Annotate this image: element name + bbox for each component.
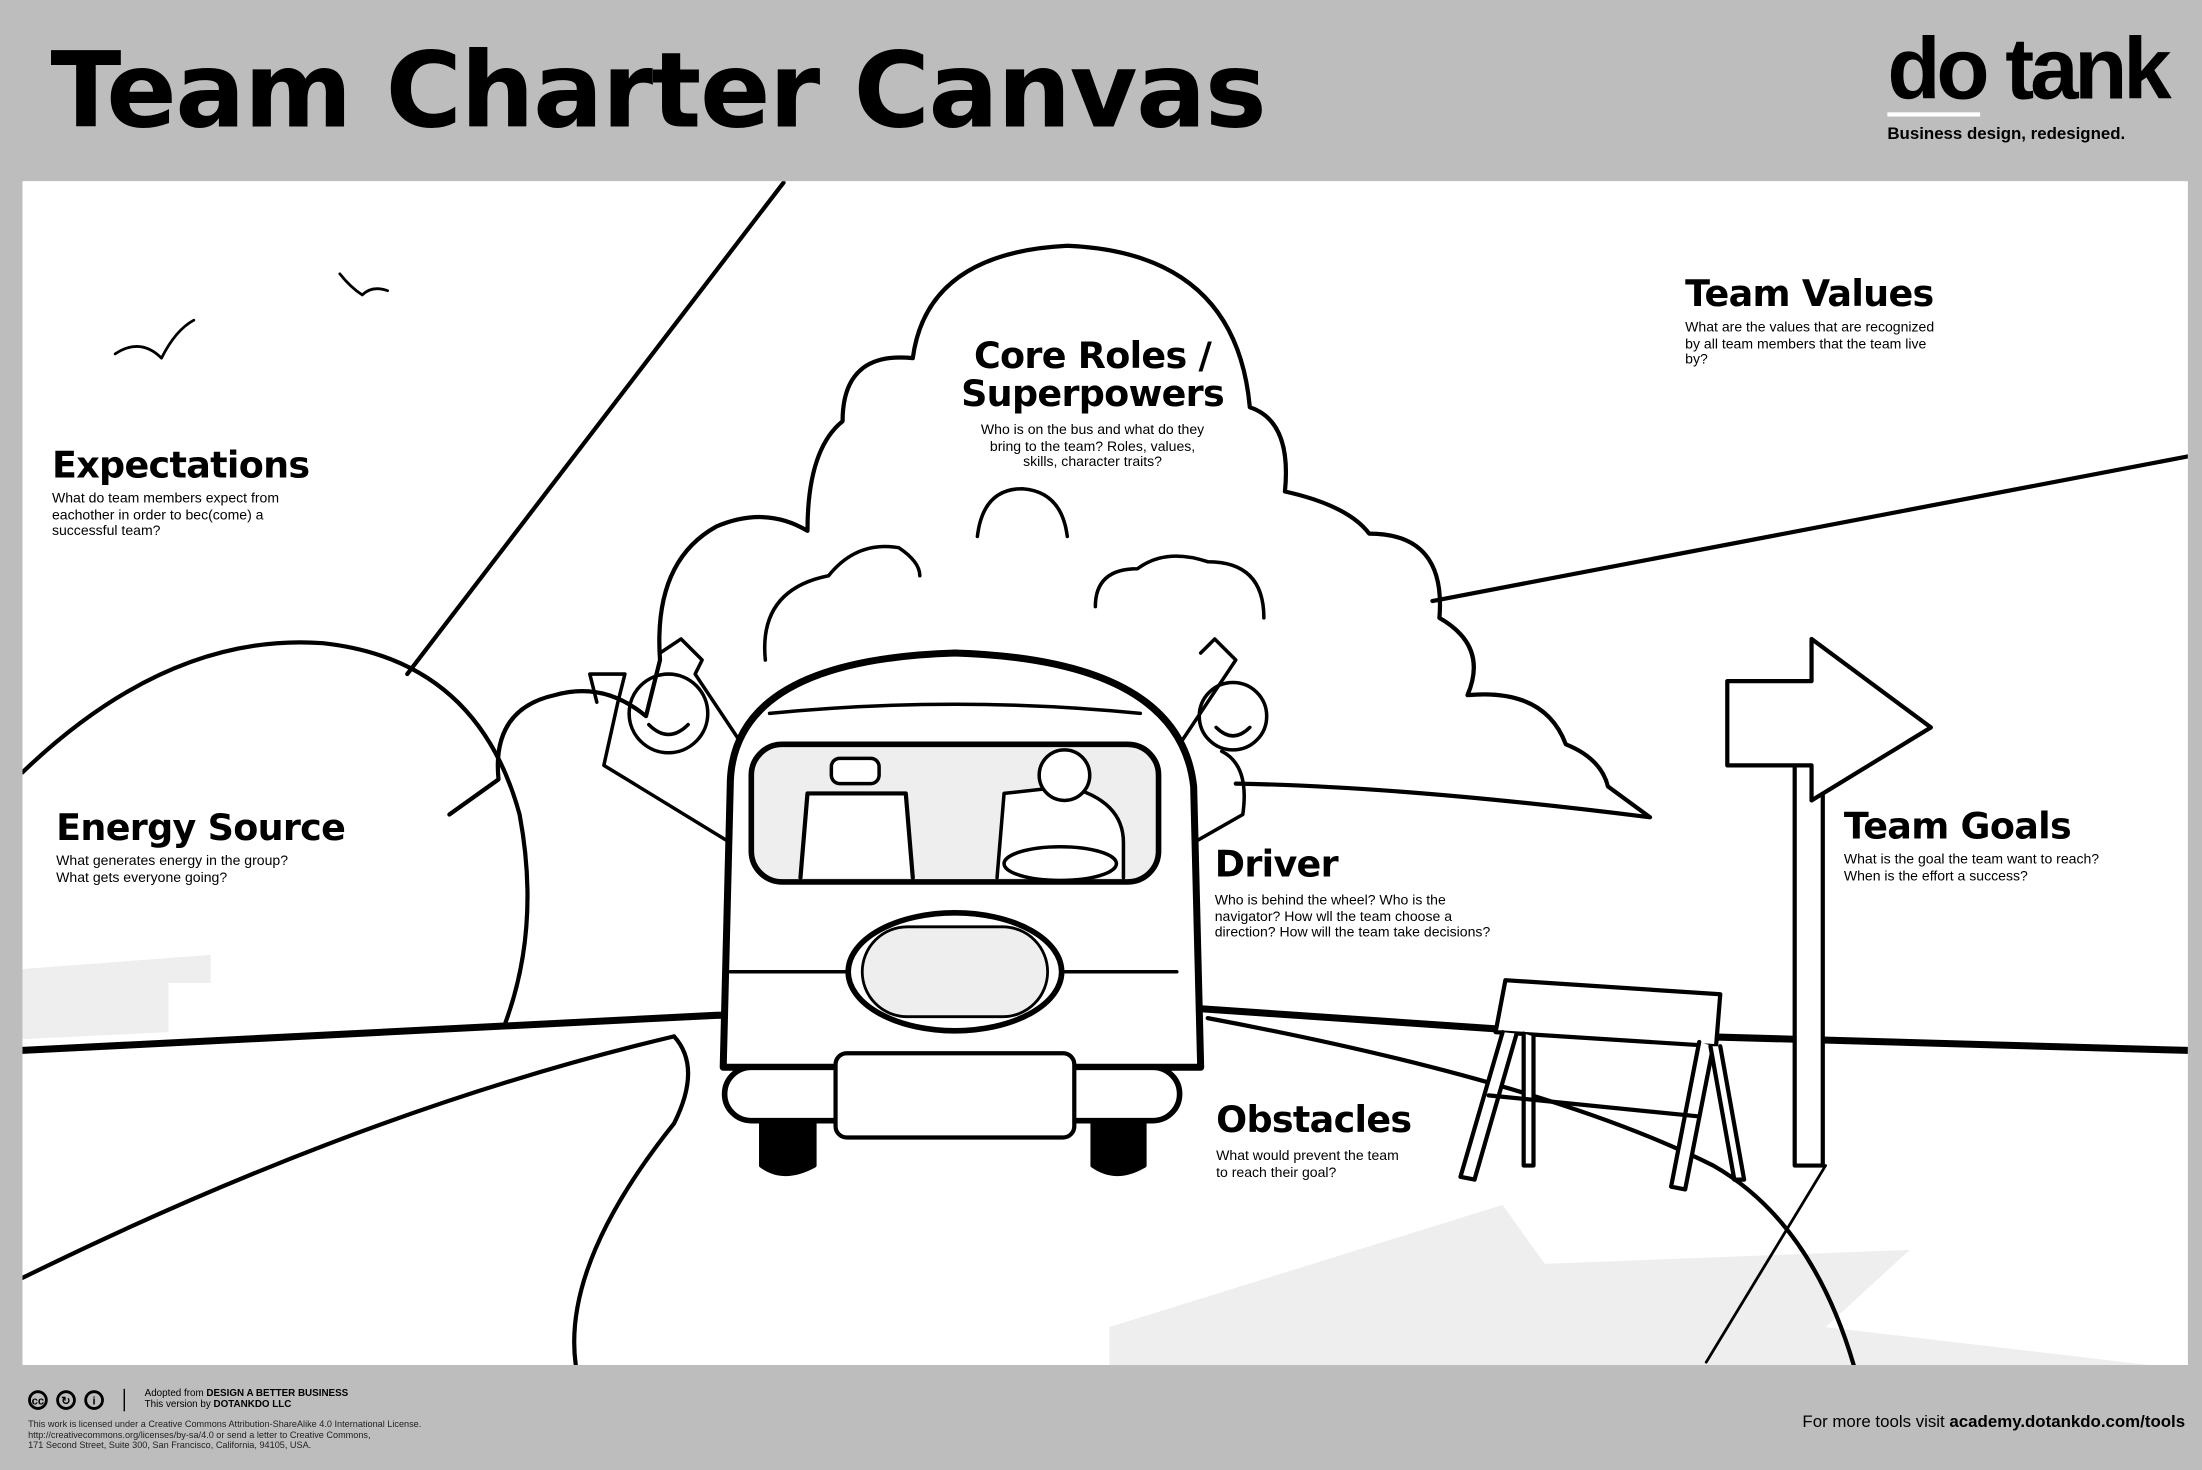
background-shapes <box>22 954 2149 1365</box>
cc-icon: cc <box>28 1390 48 1410</box>
values-desc: What are the values that are recognized … <box>1685 320 1935 368</box>
road-edge <box>572 1034 691 1365</box>
bird-icon <box>113 318 196 360</box>
hill <box>22 640 530 1025</box>
ray-line <box>1430 454 2188 604</box>
cloud <box>447 243 1653 820</box>
charter-canvas: Expectations What do team members expect… <box>22 181 2188 1365</box>
attribution-icon: i <box>84 1390 104 1410</box>
road-edge <box>1205 1016 1856 1365</box>
section-energy-source[interactable]: Energy Source What generates energy in t… <box>56 807 346 886</box>
expectations-title: Expectations <box>51 445 310 488</box>
barricade <box>1458 978 1747 1192</box>
section-obstacles[interactable]: Obstacles What would prevent the team to… <box>1216 1099 1412 1181</box>
driver-title: Driver <box>1214 843 1339 887</box>
more-tools-link[interactable]: academy.dotankdo.com/tools <box>1949 1411 2186 1431</box>
obstacles-title: Obstacles <box>1216 1099 1412 1142</box>
passengers <box>588 637 1269 845</box>
license-footer: cc ↻ i Adopted from DESIGN A BETTER BUSI… <box>28 1388 422 1451</box>
more-tools-prefix: For more tools visit <box>1802 1411 1950 1431</box>
bird-icon <box>338 272 389 297</box>
adopted-source: DESIGN A BETTER BUSINESS <box>206 1388 349 1399</box>
expectations-desc: What do team members expect from eachoth… <box>51 491 280 540</box>
logo-wordmark: do tank <box>1887 21 2171 118</box>
section-expectations[interactable]: Expectations What do team members expect… <box>51 445 310 540</box>
roles-title-2: Superpowers <box>961 373 1225 416</box>
version-owner: DOTANKDO LLC <box>213 1400 292 1410</box>
license-address: 171 Second Street, Suite 300, San Franci… <box>28 1440 312 1451</box>
more-tools: For more tools visit academy.dotankdo.co… <box>1802 1411 2185 1431</box>
energy-desc: What generates energy in the group? What… <box>56 853 289 886</box>
section-team-values[interactable]: Team Values What are the values that are… <box>1685 273 1952 369</box>
section-team-goals[interactable]: Team Goals What is the goal the team wan… <box>1843 806 2104 885</box>
page-title: Team Charter Canvas <box>50 30 1267 152</box>
logo-underline <box>1887 112 1981 117</box>
road-edge <box>22 1034 677 1281</box>
license-url[interactable]: http://creativecommons.org/licenses/by-s… <box>28 1430 371 1441</box>
adopted-prefix: Adopted from <box>144 1388 207 1399</box>
license-line: This work is licensed under a Creative C… <box>28 1419 422 1430</box>
driver-desc: Who is behind the wheel? Who is the navi… <box>1214 893 1491 941</box>
version-prefix: This version by <box>144 1400 214 1410</box>
values-title: Team Values <box>1685 273 1934 316</box>
section-core-roles[interactable]: Core Roles / Superpowers Who is on the b… <box>952 338 1233 471</box>
section-driver[interactable]: Driver Who is behind the wheel? Who is t… <box>1214 843 1496 942</box>
share-alike-icon: ↻ <box>56 1390 76 1410</box>
logo-tagline: Business design, redesigned. <box>1887 123 2126 144</box>
divider <box>123 1388 125 1412</box>
ray-line <box>405 181 786 677</box>
bus <box>719 649 1205 1177</box>
goals-desc: What is the goal the team want to reach?… <box>1843 852 2100 885</box>
direction-sign <box>1725 636 1934 1168</box>
roles-desc: Who is on the bus and what do they bring… <box>980 422 1205 471</box>
roles-title-1: Core Roles / <box>973 335 1212 378</box>
dotank-logo: do tank Business design, redesigned. <box>1887 21 2172 144</box>
road-trip-illustration <box>22 181 2188 1365</box>
energy-title: Energy Source <box>56 807 346 850</box>
obstacles-desc: What would prevent the team to reach the… <box>1216 1148 1399 1181</box>
goals-title: Team Goals <box>1843 806 2072 849</box>
